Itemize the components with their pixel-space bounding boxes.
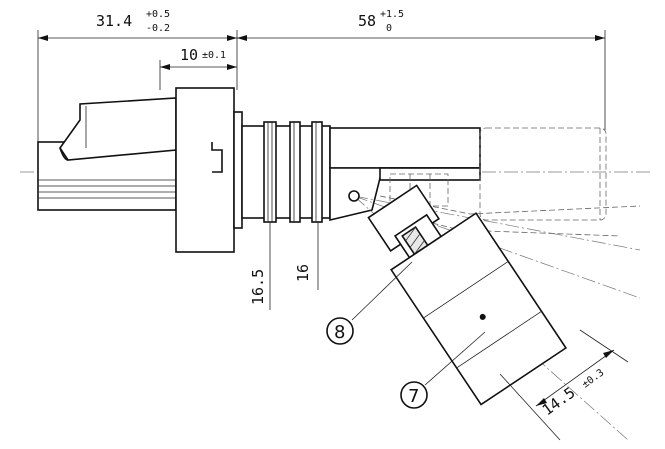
dim-14-5-value: 14.5 (539, 383, 579, 419)
dim-58-tol-upper: +1.5 (380, 9, 404, 20)
dim-31-4-tol-upper: +0.5 (146, 9, 170, 20)
dim-10-tol: ±0.1 (202, 50, 226, 61)
diameter-dimensions (269, 222, 319, 310)
dim-16-value: 16 (294, 264, 312, 282)
dim-10-value: 10 (180, 46, 198, 64)
callout-8-label: 8 (334, 322, 345, 343)
overall-dimension (37, 30, 606, 150)
connector-housing (37, 97, 177, 211)
callout-8: 8 (326, 261, 413, 345)
sensor-shaft (241, 121, 331, 223)
sensor-width-dimension (499, 329, 629, 441)
dim-14-5-tol: ±0.3 (580, 367, 606, 390)
flange (175, 87, 243, 253)
sensor-head (367, 184, 568, 406)
pivot-pin (348, 190, 360, 202)
callout-7: 7 (400, 331, 486, 409)
dim-58-tol-lower: 0 (386, 23, 392, 34)
callout-7-label: 7 (408, 386, 419, 407)
flange-dimension (159, 60, 237, 90)
dim-58-value: 58 (358, 12, 376, 30)
dim-31-4-value: 31.4 (96, 12, 132, 30)
dim-16-5-value: 16.5 (249, 269, 267, 305)
sensor-arm (329, 127, 481, 222)
dim-31-4-tol-lower: -0.2 (146, 23, 170, 34)
